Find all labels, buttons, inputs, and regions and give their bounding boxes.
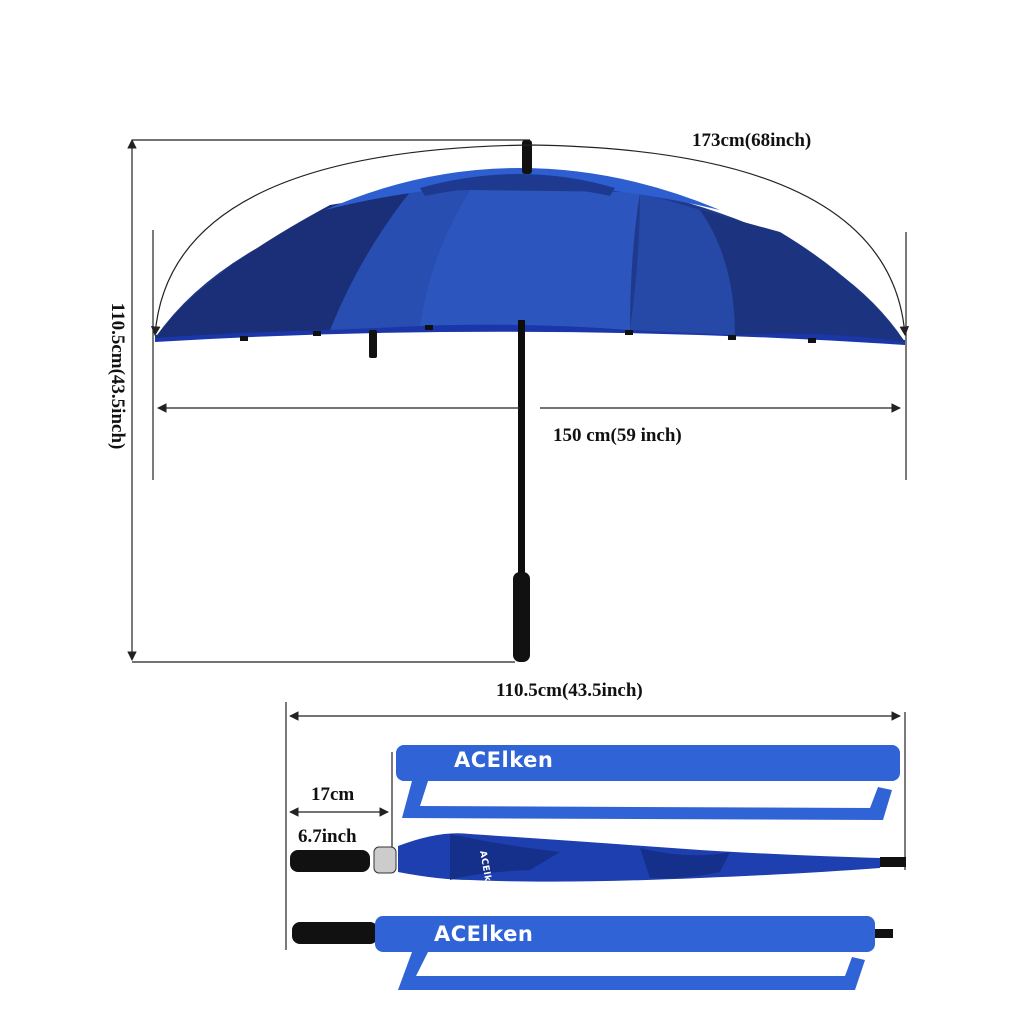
bottom-handle xyxy=(292,922,378,944)
handle-length-cm-label: 17cm xyxy=(311,784,355,805)
umbrella-tip xyxy=(522,140,532,174)
folded-dimension-lines xyxy=(285,702,906,950)
closure-strap xyxy=(369,330,377,358)
bottom-tip xyxy=(875,929,893,938)
canopy-width-label: 150 cm(59 inch) xyxy=(553,425,682,446)
open-umbrella xyxy=(155,140,905,662)
handle-length-in-label: 6.7inch xyxy=(298,826,357,847)
sleeve-bottom-logo: ACElken xyxy=(434,922,534,946)
canopy-panel xyxy=(420,190,640,330)
folded-length-label: 110.5cm(43.5inch) xyxy=(496,680,643,701)
canopy-panel xyxy=(700,210,905,342)
canopy-vent xyxy=(325,168,720,210)
circumference-arc xyxy=(150,144,910,336)
canopy-panel xyxy=(155,192,410,338)
folded-umbrella xyxy=(290,833,906,882)
canopy-panel xyxy=(330,190,470,330)
canopy-vent-top xyxy=(420,174,615,196)
carry-sleeve-top xyxy=(396,745,900,820)
sleeve-top-logo: ACElken xyxy=(454,748,554,772)
folded-handle xyxy=(290,850,370,872)
folded-button xyxy=(373,846,397,874)
canopy-panel xyxy=(630,192,735,335)
folded-tip xyxy=(880,857,906,867)
umbrella-shaft xyxy=(518,320,525,580)
open-dimension-lines xyxy=(127,139,910,663)
circumference-label: 173cm(68inch) xyxy=(692,130,812,151)
carry-sleeve-bottom xyxy=(292,916,893,990)
height-label: 110.5cm(43.5inch) xyxy=(107,302,128,450)
umbrella-handle xyxy=(513,572,530,662)
